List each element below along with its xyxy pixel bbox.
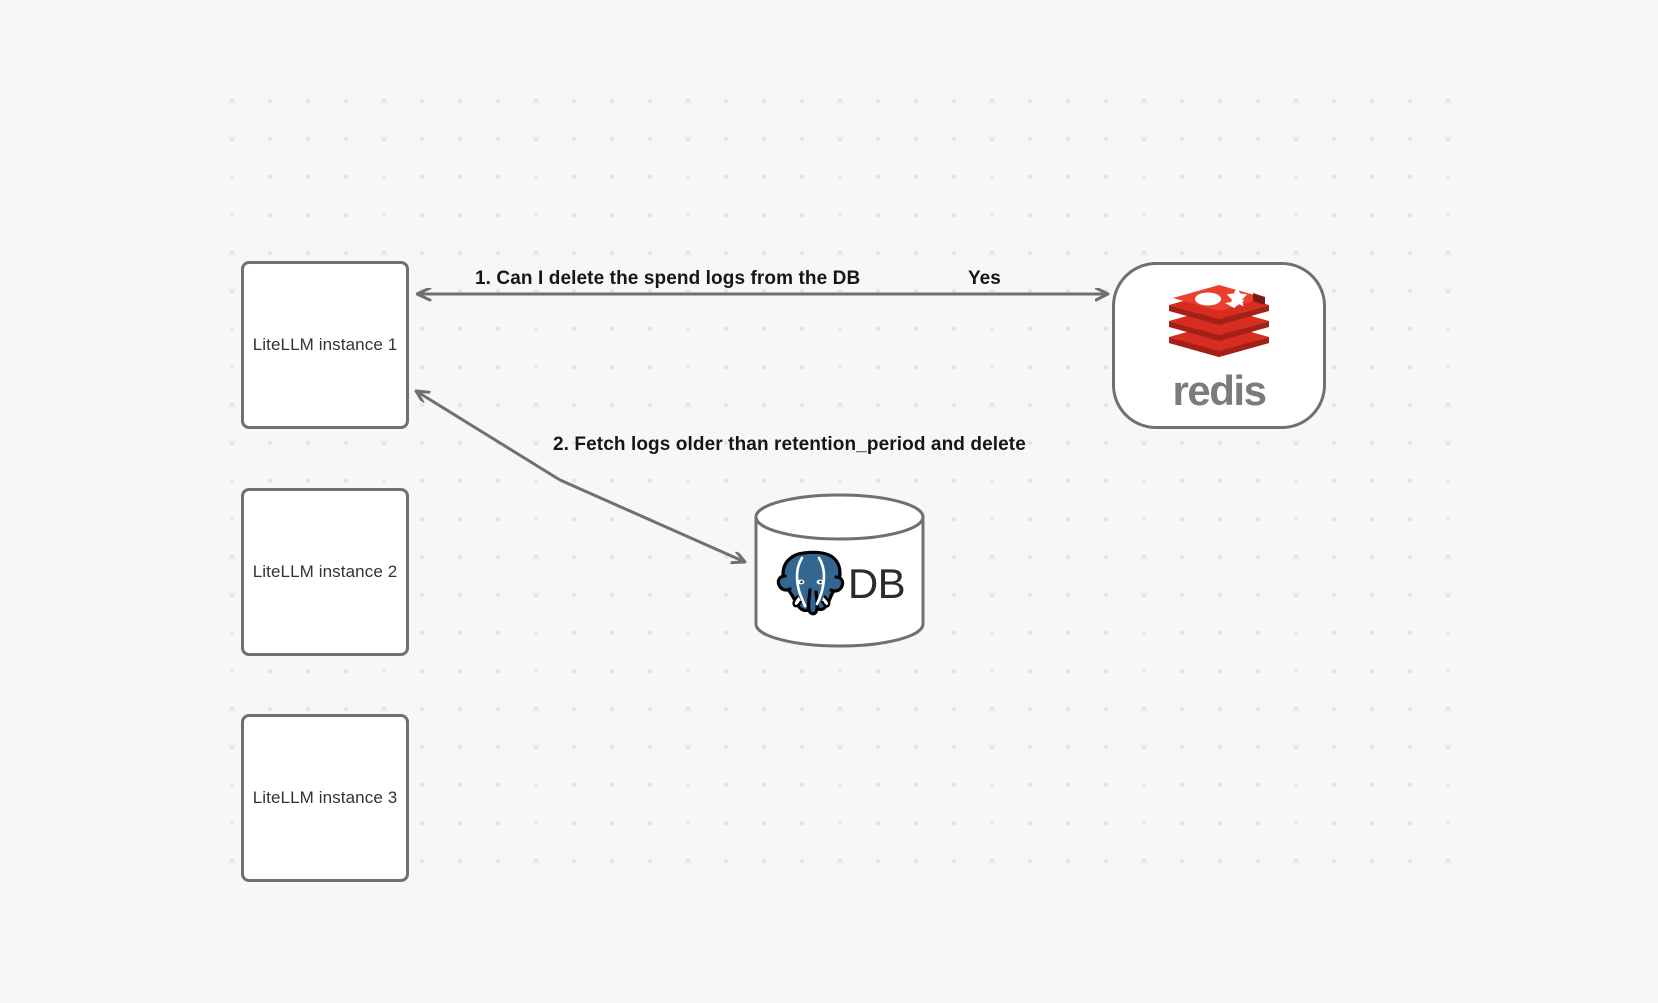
redis-wordmark: redis bbox=[1172, 367, 1267, 414]
node-redis[interactable]: redis bbox=[1112, 262, 1326, 429]
edge-label-step1-request: 1. Can I delete the spend logs from the … bbox=[475, 268, 861, 289]
edge-step2-line-up bbox=[416, 391, 561, 482]
edge-step2-line-down bbox=[559, 478, 745, 562]
redis-logo-icon bbox=[1165, 279, 1273, 368]
node-litellm-instance-1-label: LiteLLM instance 1 bbox=[252, 335, 398, 354]
postgresql-elephant-icon bbox=[774, 546, 848, 621]
node-db-label: DB bbox=[847, 559, 906, 607]
node-db-cylinder[interactable]: DB bbox=[753, 493, 926, 648]
node-litellm-instance-1[interactable]: LiteLLM instance 1 bbox=[241, 261, 409, 429]
node-litellm-instance-2-label: LiteLLM instance 2 bbox=[252, 562, 398, 581]
node-litellm-instance-3-label: LiteLLM instance 3 bbox=[252, 788, 398, 807]
node-litellm-instance-2[interactable]: LiteLLM instance 2 bbox=[241, 488, 409, 656]
edge-label-step2: 2. Fetch logs older than retention_perio… bbox=[553, 434, 1026, 455]
edge-label-step1-response: Yes bbox=[968, 268, 1001, 289]
node-litellm-instance-3[interactable]: LiteLLM instance 3 bbox=[241, 714, 409, 882]
